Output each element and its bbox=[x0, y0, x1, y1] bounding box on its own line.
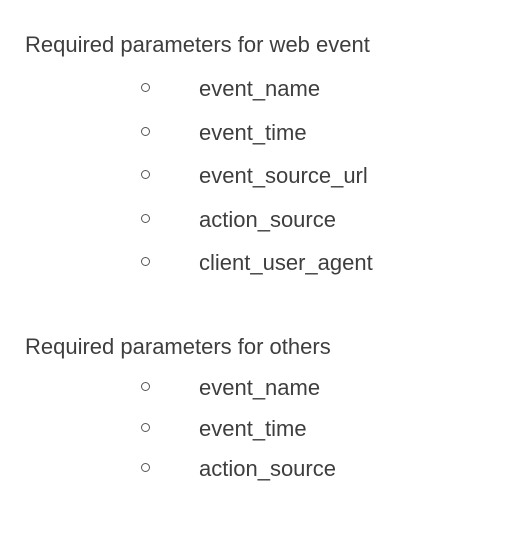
hollow-circle-bullet-icon bbox=[141, 213, 150, 223]
hollow-circle-bullet-icon bbox=[141, 83, 150, 92]
parameter-label: action_source bbox=[199, 206, 336, 232]
parameter-label: event_source_url bbox=[199, 163, 368, 188]
parameter-label: event_time bbox=[199, 415, 307, 441]
hollow-circle-bullet-icon bbox=[141, 463, 150, 472]
list-item: action_source bbox=[0, 456, 480, 482]
hollow-circle-bullet-icon bbox=[141, 170, 150, 179]
parameter-label: event_name bbox=[199, 76, 321, 101]
list-item: event_name bbox=[0, 375, 480, 401]
list-item: event_name bbox=[0, 76, 480, 102]
section-heading-others: Required parameters for others bbox=[25, 334, 331, 359]
list-item: event_time bbox=[0, 416, 480, 442]
parameter-label: action_source bbox=[199, 456, 336, 481]
hollow-circle-bullet-icon bbox=[141, 382, 150, 391]
list-item: action_source bbox=[0, 207, 480, 233]
hollow-circle-bullet-icon bbox=[141, 257, 150, 266]
list-item: client_user_agent bbox=[0, 250, 480, 276]
parameter-label: event_time bbox=[199, 119, 307, 145]
parameter-label: client_user_agent bbox=[199, 250, 373, 275]
list-item: event_time bbox=[0, 120, 480, 146]
list-item: event_source_url bbox=[0, 163, 480, 189]
hollow-circle-bullet-icon bbox=[141, 126, 150, 136]
parameter-label: event_name bbox=[199, 375, 321, 400]
hollow-circle-bullet-icon bbox=[141, 422, 150, 432]
section-heading-web-event: Required parameters for web event bbox=[25, 32, 370, 57]
